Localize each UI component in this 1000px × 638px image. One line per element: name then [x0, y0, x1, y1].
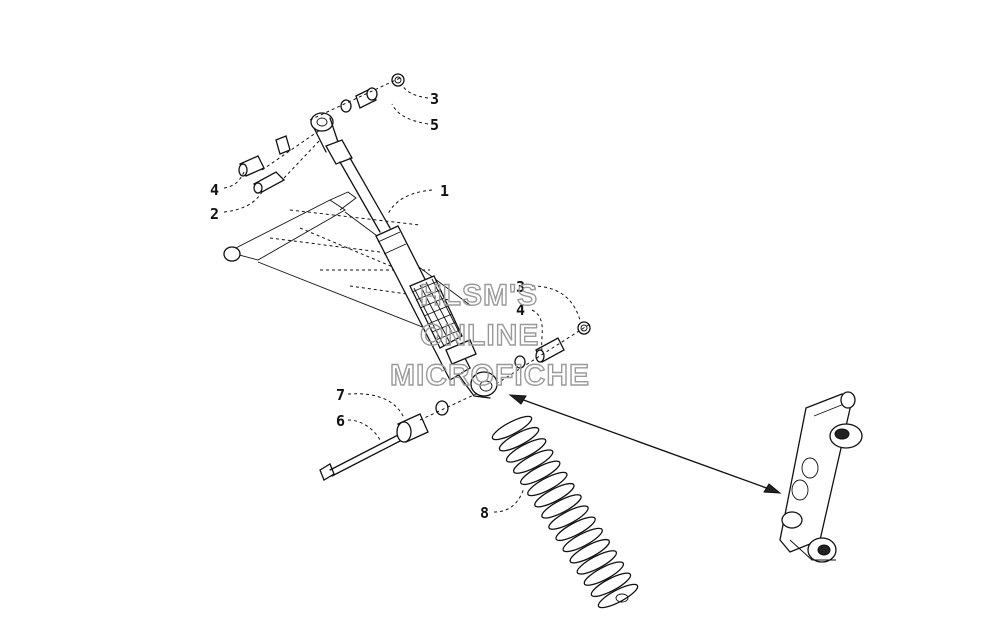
spring-coil	[590, 572, 632, 598]
spring-coil	[527, 471, 568, 497]
top-hardware	[238, 73, 405, 194]
spring-coil	[576, 550, 618, 575]
bolt-and-bushing	[319, 391, 481, 481]
knurl-pattern	[411, 278, 461, 347]
spring-coil	[569, 538, 611, 564]
spring-coil	[548, 505, 589, 530]
callout-2: 2	[210, 205, 219, 223]
spring-coil	[519, 460, 561, 486]
callout-6: 6	[336, 412, 345, 430]
lower-right-hardware	[495, 321, 591, 385]
spring-coil	[583, 561, 625, 586]
watermark-line-1: HLSM'S	[420, 279, 538, 312]
shock-absorber	[310, 112, 498, 399]
callout-8: 8	[480, 504, 489, 522]
coil-spring	[491, 415, 639, 609]
callout-3-top: 3	[430, 90, 439, 108]
watermark: HLSM'S ONLINE MICROFICHE	[389, 278, 590, 392]
callout-4-top: 4	[210, 181, 219, 199]
leader-lines	[223, 83, 581, 513]
spring-coil	[562, 527, 603, 553]
mounting-arrow	[508, 394, 782, 494]
callout-4-lower: 4	[516, 301, 525, 319]
watermark-line-2: ONLINE	[420, 319, 539, 352]
callout-3-lower: 3	[516, 278, 525, 296]
spring-coil	[555, 516, 596, 542]
spindle	[779, 391, 863, 563]
callout-7: 7	[336, 386, 345, 404]
spring-coil	[534, 482, 575, 508]
watermark-line-3: MICROFICHE	[390, 359, 590, 392]
spring-coil	[512, 449, 554, 474]
spring-coil	[597, 583, 639, 609]
spring-coil	[491, 415, 533, 441]
spring-end	[615, 593, 629, 603]
spring-coil	[498, 426, 540, 452]
callout-labels: 1 2 3 3 4 4 5 6 7 8	[210, 90, 525, 522]
spring-coil	[541, 494, 582, 519]
callout-5: 5	[430, 116, 439, 134]
callout-1: 1	[440, 182, 449, 200]
spring-coil	[505, 438, 547, 463]
